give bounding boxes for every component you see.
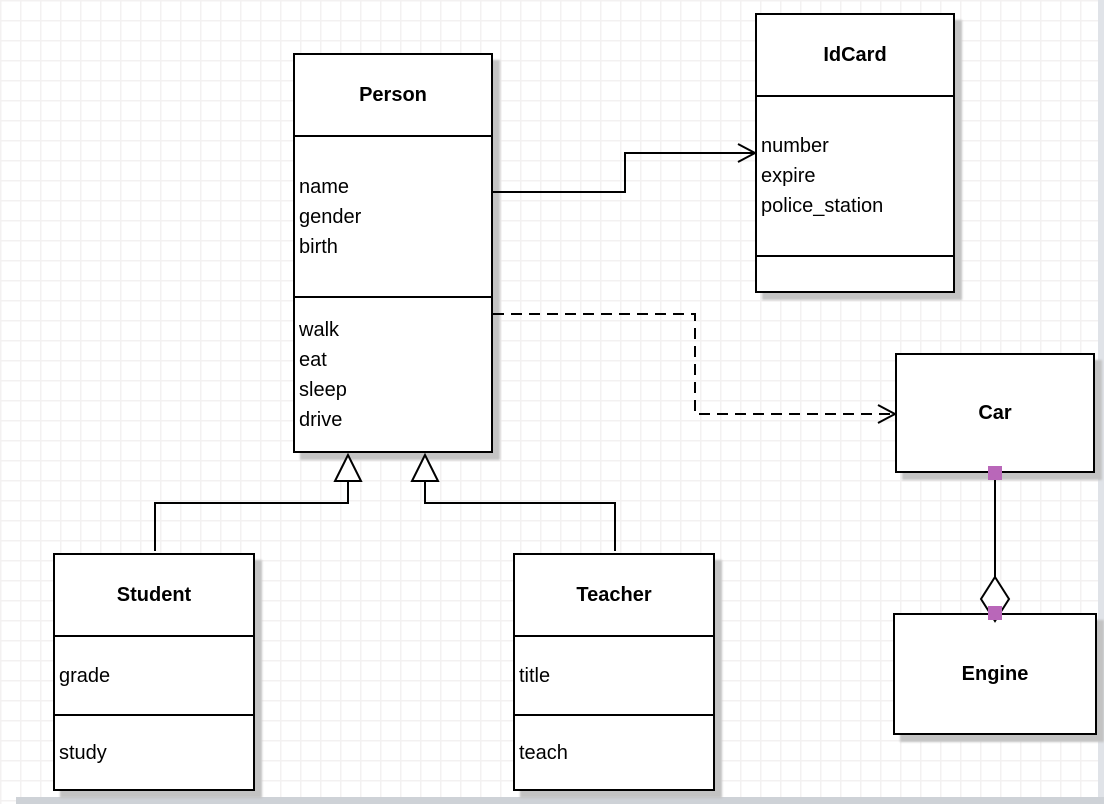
edge-student-person[interactable]: [154, 452, 363, 551]
method: study: [59, 741, 107, 764]
class-idcard-title: IdCard: [823, 43, 887, 66]
class-person-title: Person: [359, 83, 427, 106]
attribute: birth: [299, 235, 338, 258]
attribute: gender: [299, 205, 362, 228]
class-student[interactable]: Student grade study: [53, 553, 255, 791]
class-person-attributes: name gender birth: [295, 135, 491, 296]
open-arrowhead-icon: [737, 143, 758, 163]
class-person-methods: walk eat sleep drive: [295, 296, 491, 451]
class-idcard[interactable]: IdCard number expire police_station: [755, 13, 955, 293]
method: eat: [299, 348, 327, 371]
method: drive: [299, 408, 343, 431]
attribute: title: [519, 664, 551, 687]
page-edge-right: [1098, 0, 1104, 804]
class-engine-title: Engine: [961, 662, 1029, 685]
edge-person-idcard[interactable]: [493, 143, 758, 193]
class-car[interactable]: Car: [895, 353, 1095, 473]
open-arrowhead-icon: [877, 404, 898, 424]
class-student-methods: study: [55, 714, 253, 789]
class-teacher-methods: teach: [515, 714, 713, 789]
class-student-title: Student: [116, 583, 192, 606]
method: sleep: [299, 378, 347, 401]
class-idcard-attributes: number expire police_station: [757, 95, 953, 255]
attribute: name: [299, 175, 350, 198]
class-teacher-title: Teacher: [576, 583, 652, 606]
class-teacher-attributes: title: [515, 635, 713, 714]
class-student-attributes: grade: [55, 635, 253, 714]
class-person[interactable]: Person name gender birth walk eat sleep …: [293, 53, 493, 453]
attribute: expire: [761, 165, 816, 187]
edge-person-car[interactable]: [493, 313, 898, 424]
generalization-triangle-icon: [333, 452, 363, 482]
attribute: grade: [59, 664, 111, 687]
method: walk: [299, 318, 340, 341]
generalization-triangle-icon: [410, 452, 440, 482]
page-edge-bottom: [16, 797, 1104, 804]
endpoint-handle[interactable]: [988, 606, 1002, 620]
edge-car-engine[interactable]: [979, 466, 1011, 623]
class-car-title: Car: [978, 401, 1012, 424]
class-idcard-methods: [757, 255, 953, 291]
class-engine[interactable]: Engine: [893, 613, 1097, 735]
attribute: police_station: [761, 195, 884, 217]
method: teach: [519, 741, 568, 764]
endpoint-handle[interactable]: [988, 466, 1002, 480]
class-teacher[interactable]: Teacher title teach: [513, 553, 715, 791]
attribute: number: [761, 135, 829, 157]
edge-teacher-person[interactable]: [410, 452, 616, 551]
